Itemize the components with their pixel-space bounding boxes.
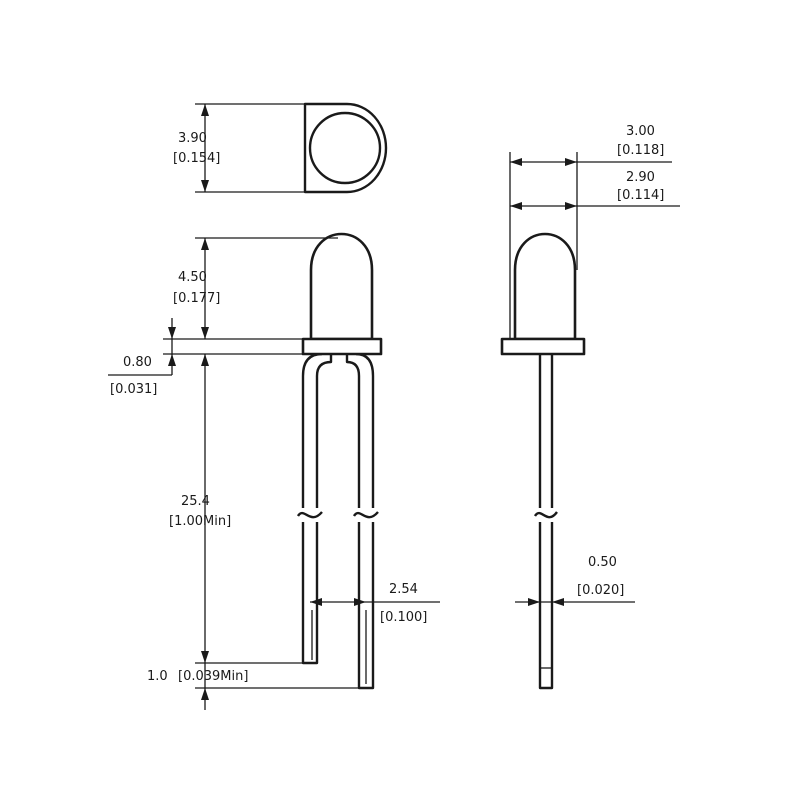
lead-length-inch: [1.00Min]	[169, 514, 231, 529]
arrowhead	[201, 104, 209, 116]
break-mark	[352, 511, 379, 519]
break-mark	[296, 511, 323, 519]
flange-height-inch: [0.031]	[110, 382, 157, 397]
body-diameter-mm: 2.90	[626, 170, 655, 185]
top-view-outline	[303, 102, 388, 194]
top-view-lens	[308, 111, 382, 185]
flange-diameter-mm: 3.00	[626, 124, 655, 139]
arrowhead	[552, 598, 564, 606]
arrowhead	[510, 202, 522, 210]
dome-height-inch: [0.177]	[173, 291, 220, 306]
side-lead	[538, 354, 554, 690]
side-flange	[500, 337, 586, 356]
lead-spacing-inch: [0.100]	[380, 610, 427, 625]
arrowhead	[201, 327, 209, 339]
arrowhead	[510, 158, 522, 166]
side-dome	[513, 232, 577, 341]
arrowhead	[168, 354, 176, 366]
top-view: 3.90 [0.154]	[173, 102, 388, 194]
arrowhead	[201, 180, 209, 192]
left-lead	[301, 352, 333, 665]
dome-height-mm: 4.50	[178, 270, 207, 285]
led-flange	[301, 337, 383, 356]
flange-height-mm: 0.80	[123, 355, 152, 370]
lead-offset-mm: 1.0	[147, 669, 168, 684]
arrowhead	[168, 327, 176, 339]
lead-spacing-mm: 2.54	[389, 582, 418, 597]
arrowhead	[201, 238, 209, 250]
arrowhead	[201, 688, 209, 700]
arrowhead	[201, 354, 209, 366]
front-view: 4.50 [0.177] 0.80 [0.031] 25.4 [1.00Min]…	[108, 232, 440, 710]
arrowhead	[310, 598, 322, 606]
arrowhead	[565, 158, 577, 166]
body-diameter-inch: [0.114]	[617, 188, 664, 203]
lead-offset-inch: [0.039Min]	[178, 669, 248, 684]
led-dome	[309, 232, 374, 341]
break-mark	[533, 511, 558, 519]
arrowhead	[565, 202, 577, 210]
flange-diameter-inch: [0.118]	[617, 143, 664, 158]
lead-width-inch: [0.020]	[577, 583, 624, 598]
lead-length-mm: 25.4	[181, 494, 210, 509]
side-view: 3.00 [0.118] 2.90 [0.114] 0.50 [0.020]	[500, 124, 680, 690]
top-diameter-mm: 3.90	[178, 131, 207, 146]
lead-width-mm: 0.50	[588, 555, 617, 570]
top-diameter-inch: [0.154]	[173, 151, 220, 166]
arrowhead	[528, 598, 540, 606]
arrowhead	[201, 651, 209, 663]
right-lead	[345, 352, 375, 690]
arrowhead	[354, 598, 366, 606]
